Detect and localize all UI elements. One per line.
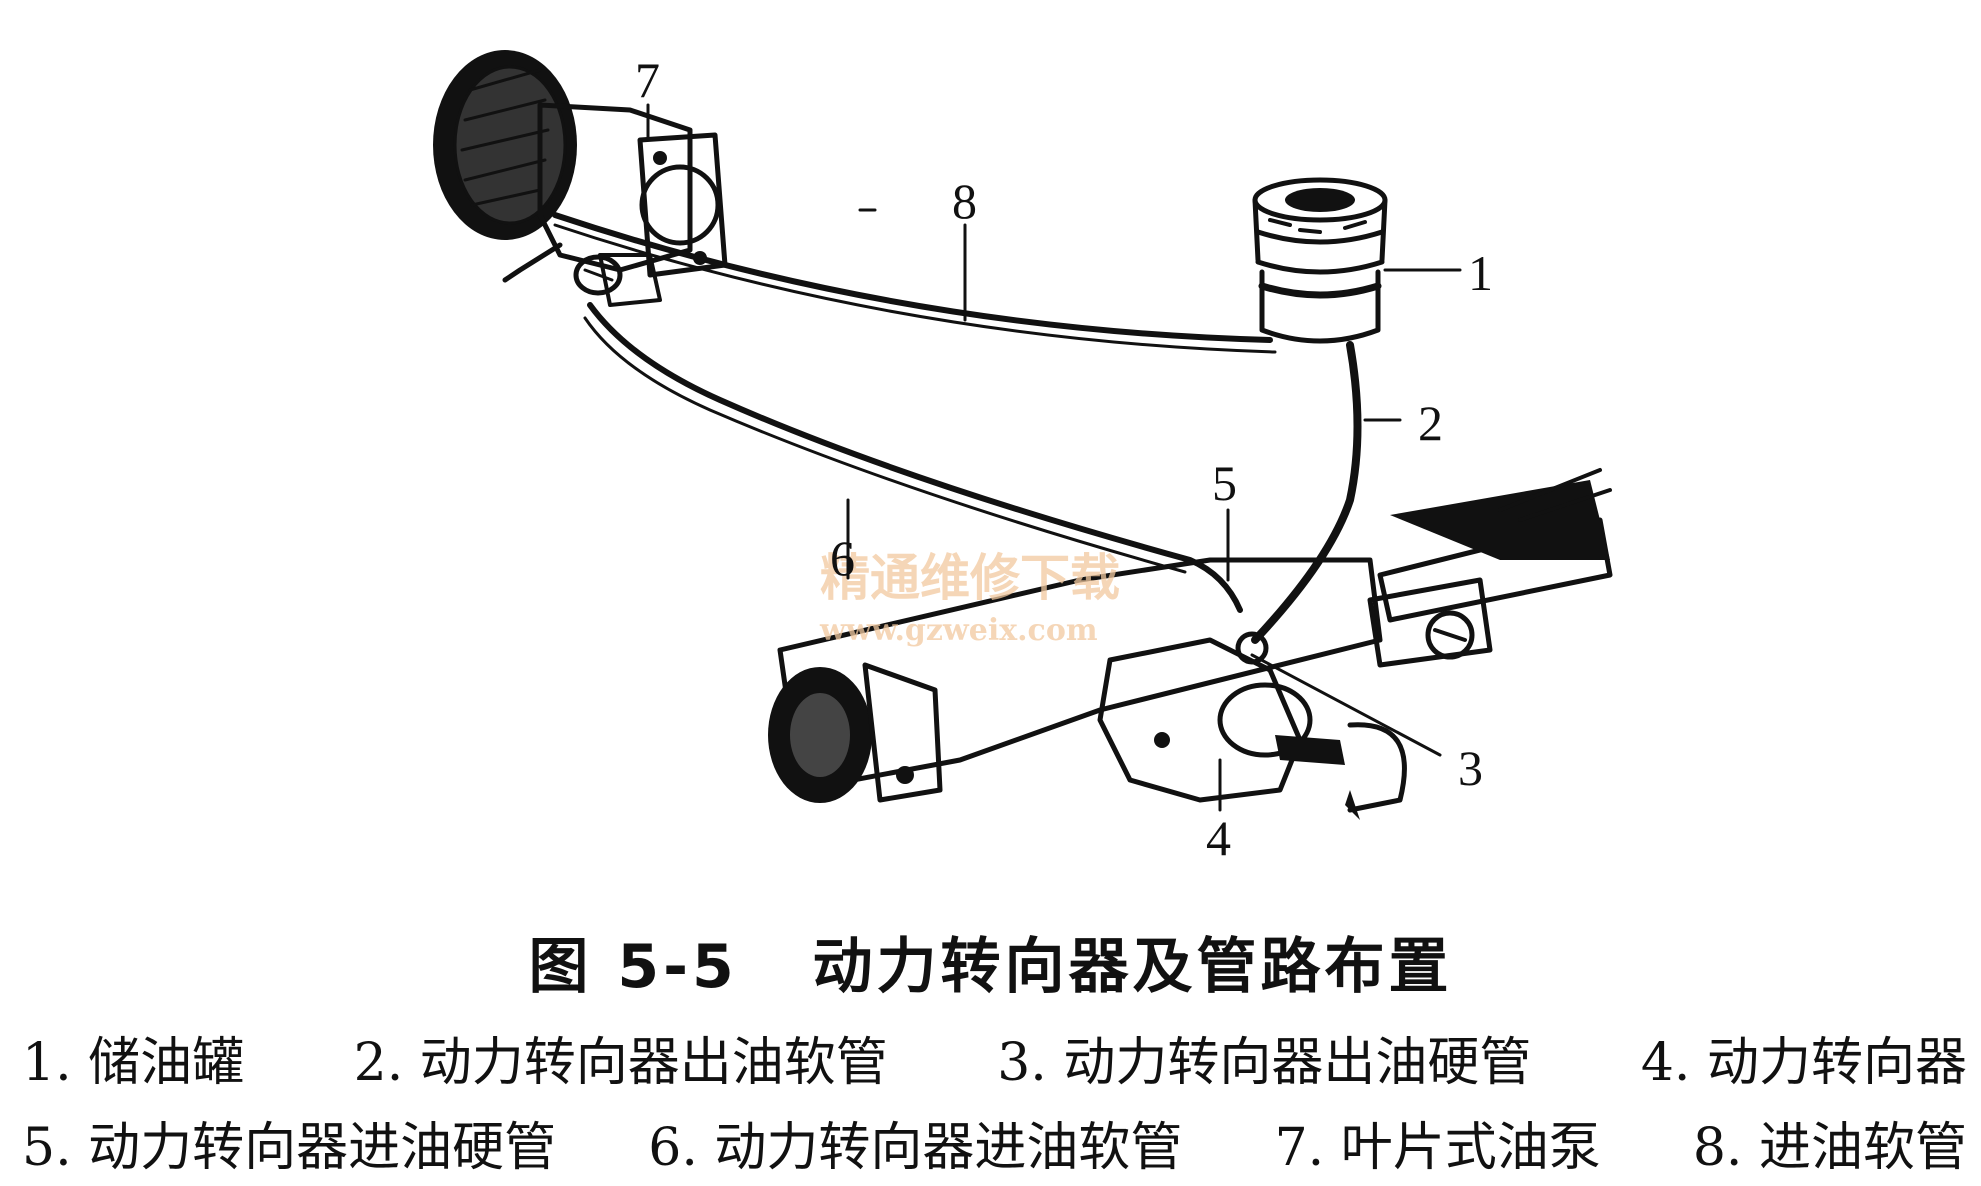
- legend-item-5: 5. 动力转向器进油硬管: [22, 1118, 557, 1178]
- callout-6: 6: [830, 530, 855, 586]
- watermark-line-1: 精通维修下载: [820, 548, 1120, 607]
- legend-item-4: 4. 动力转向器: [1640, 1033, 1967, 1093]
- legend-item-8: 8. 进油软管: [1692, 1118, 1967, 1178]
- callout-7: 7: [635, 52, 660, 108]
- legend-item-1: 1. 储油罐: [22, 1033, 245, 1093]
- watermark-line-2: www.gzweix.com: [819, 613, 1098, 648]
- legend-item-7: 7. 叶片式油泵: [1274, 1118, 1601, 1178]
- leader-lines: [646, 103, 1462, 812]
- callout-5: 5: [1212, 455, 1237, 511]
- legend-item-6: 6. 动力转向器进油软管: [648, 1118, 1183, 1178]
- figure-caption-title: 图 5-5 动力转向器及管路布置: [528, 932, 1453, 1002]
- hose-lines: [552, 212, 1362, 644]
- callout-3: 3: [1458, 740, 1483, 796]
- callout-8: 8: [952, 173, 977, 229]
- legend-item-2: 2. 动力转向器出油软管: [353, 1033, 888, 1093]
- diagram-svg: 精通维修下载 www.gzweix.com 1 2 3 4 5 6 7 8: [433, 50, 1613, 866]
- callout-4: 4: [1206, 810, 1231, 866]
- legend-item-3: 3. 动力转向器出油硬管: [997, 1033, 1532, 1093]
- legend-row-2: 5. 动力转向器进油硬管 6. 动力转向器进油软管 7. 叶片式油泵 8. 进油…: [22, 1105, 1967, 1180]
- steering-gear-drawing: [768, 468, 1613, 820]
- vane-oil-pump-drawing: [433, 50, 728, 307]
- power-steering-diagram: 精通维修下载 www.gzweix.com 1 2 3 4 5 6 7 8: [433, 50, 1613, 866]
- legend-row-1: 1. 储油罐 2. 动力转向器出油软管 3. 动力转向器出油硬管 4. 动力转向…: [22, 1020, 1967, 1095]
- oil-reservoir-drawing: [1252, 177, 1388, 344]
- callout-1: 1: [1468, 245, 1493, 301]
- callout-2: 2: [1418, 395, 1443, 451]
